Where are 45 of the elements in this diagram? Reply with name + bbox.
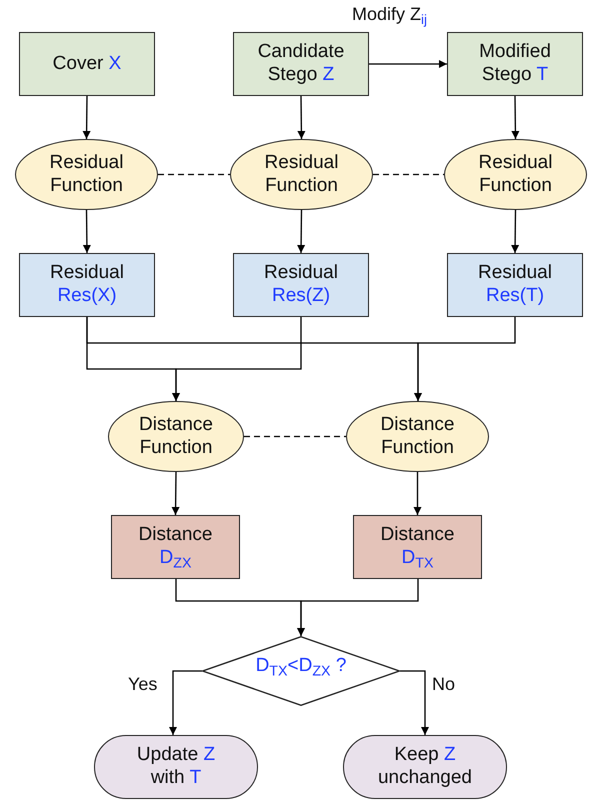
arrow	[297, 96, 306, 139]
arrow	[400, 670, 429, 735]
node-text: Candidate Stego Z	[256, 41, 346, 87]
arrow	[511, 96, 520, 139]
node-text: Residual Function	[264, 152, 340, 198]
arrow	[414, 472, 422, 515]
node-text: Distance	[138, 524, 212, 547]
residual-box	[233, 253, 369, 317]
dashed-connector	[244, 436, 346, 438]
data-box	[19, 32, 155, 96]
node-text: Update Z with T	[136, 744, 216, 790]
node-text: Distance	[380, 524, 454, 547]
dashed-connector	[158, 174, 230, 176]
arrow	[369, 60, 447, 68]
node-text: Residual Res(Z)	[263, 262, 339, 308]
node-text: D$_{ZX}$	[160, 547, 192, 570]
node-text: Distance Function	[380, 414, 456, 460]
arrow	[82, 96, 91, 139]
node-text: D$_{TX}$<D$_{ZX}$ ?	[256, 654, 346, 678]
residual-box	[19, 253, 155, 317]
arrow	[511, 210, 520, 253]
arrow	[169, 670, 202, 735]
arrow	[297, 210, 306, 253]
arrow	[172, 317, 302, 401]
decision-diamond	[202, 636, 400, 706]
node-text: Residual Function	[48, 152, 124, 198]
node-text: Residual Res(X)	[49, 262, 125, 308]
arrow	[82, 210, 91, 253]
data-box	[233, 32, 369, 96]
data-box	[447, 32, 583, 96]
edge-label: Modify Z$_{ij}$	[350, 4, 430, 26]
node-text: Distance Function	[138, 414, 214, 460]
node-text: Cover X	[52, 52, 122, 76]
arrow	[172, 472, 180, 515]
dashed-connector	[373, 174, 444, 176]
node-text: Residual Function	[478, 152, 554, 198]
node-text: Keep Z unchanged	[376, 744, 474, 790]
distance-box	[111, 515, 240, 579]
distance-box	[353, 515, 482, 579]
node-text: Modified Stego T	[478, 41, 552, 87]
node-text: Residual Res(T)	[477, 262, 553, 308]
node-text: D$_{TX}$	[402, 547, 434, 570]
arrow	[414, 317, 516, 401]
residual-box	[447, 253, 583, 317]
arrow	[297, 579, 419, 636]
